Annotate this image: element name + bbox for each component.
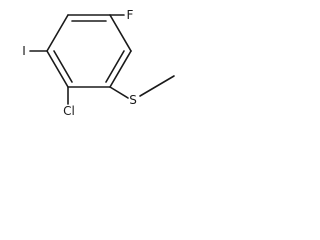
ring-bond-lower-left-inner bbox=[53, 50, 73, 83]
ring-bond-upper-left bbox=[46, 14, 69, 52]
ring-bond-lower-left bbox=[46, 50, 69, 88]
bond-c-s bbox=[109, 86, 129, 99]
molecule-structure: F I Cl S bbox=[22, 8, 175, 118]
atom-label-fluorine: F bbox=[127, 8, 134, 22]
atom-label-chlorine: Cl bbox=[63, 104, 75, 118]
bond-s-methyl bbox=[139, 75, 175, 97]
atom-label-sulfur: S bbox=[129, 93, 137, 107]
ring-bond-upper-right bbox=[109, 14, 132, 52]
ring-bond-lower-right bbox=[109, 50, 132, 88]
atom-label-iodine: I bbox=[22, 44, 26, 58]
ring-bond-lower-right-inner bbox=[105, 50, 125, 83]
